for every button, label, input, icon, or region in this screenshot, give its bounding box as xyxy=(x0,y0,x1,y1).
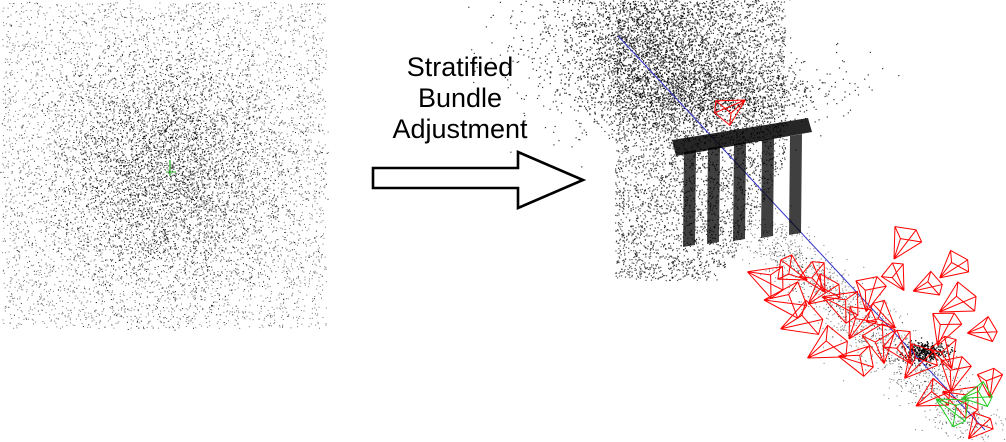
caption-line-3: Adjustment xyxy=(380,114,540,145)
highlighted-camera-frustums xyxy=(935,381,993,428)
caption-line-1: Stratified xyxy=(380,52,540,83)
colonnade-structure xyxy=(672,118,812,247)
method-caption: Stratified Bundle Adjustment xyxy=(380,52,540,145)
caption-line-2: Bundle xyxy=(380,83,540,114)
initial-point-cloud xyxy=(0,0,329,331)
trajectory-line xyxy=(617,35,986,431)
camera-frustums xyxy=(714,99,1004,440)
origin-axis-marker xyxy=(166,160,176,176)
transform-arrow xyxy=(371,150,587,210)
